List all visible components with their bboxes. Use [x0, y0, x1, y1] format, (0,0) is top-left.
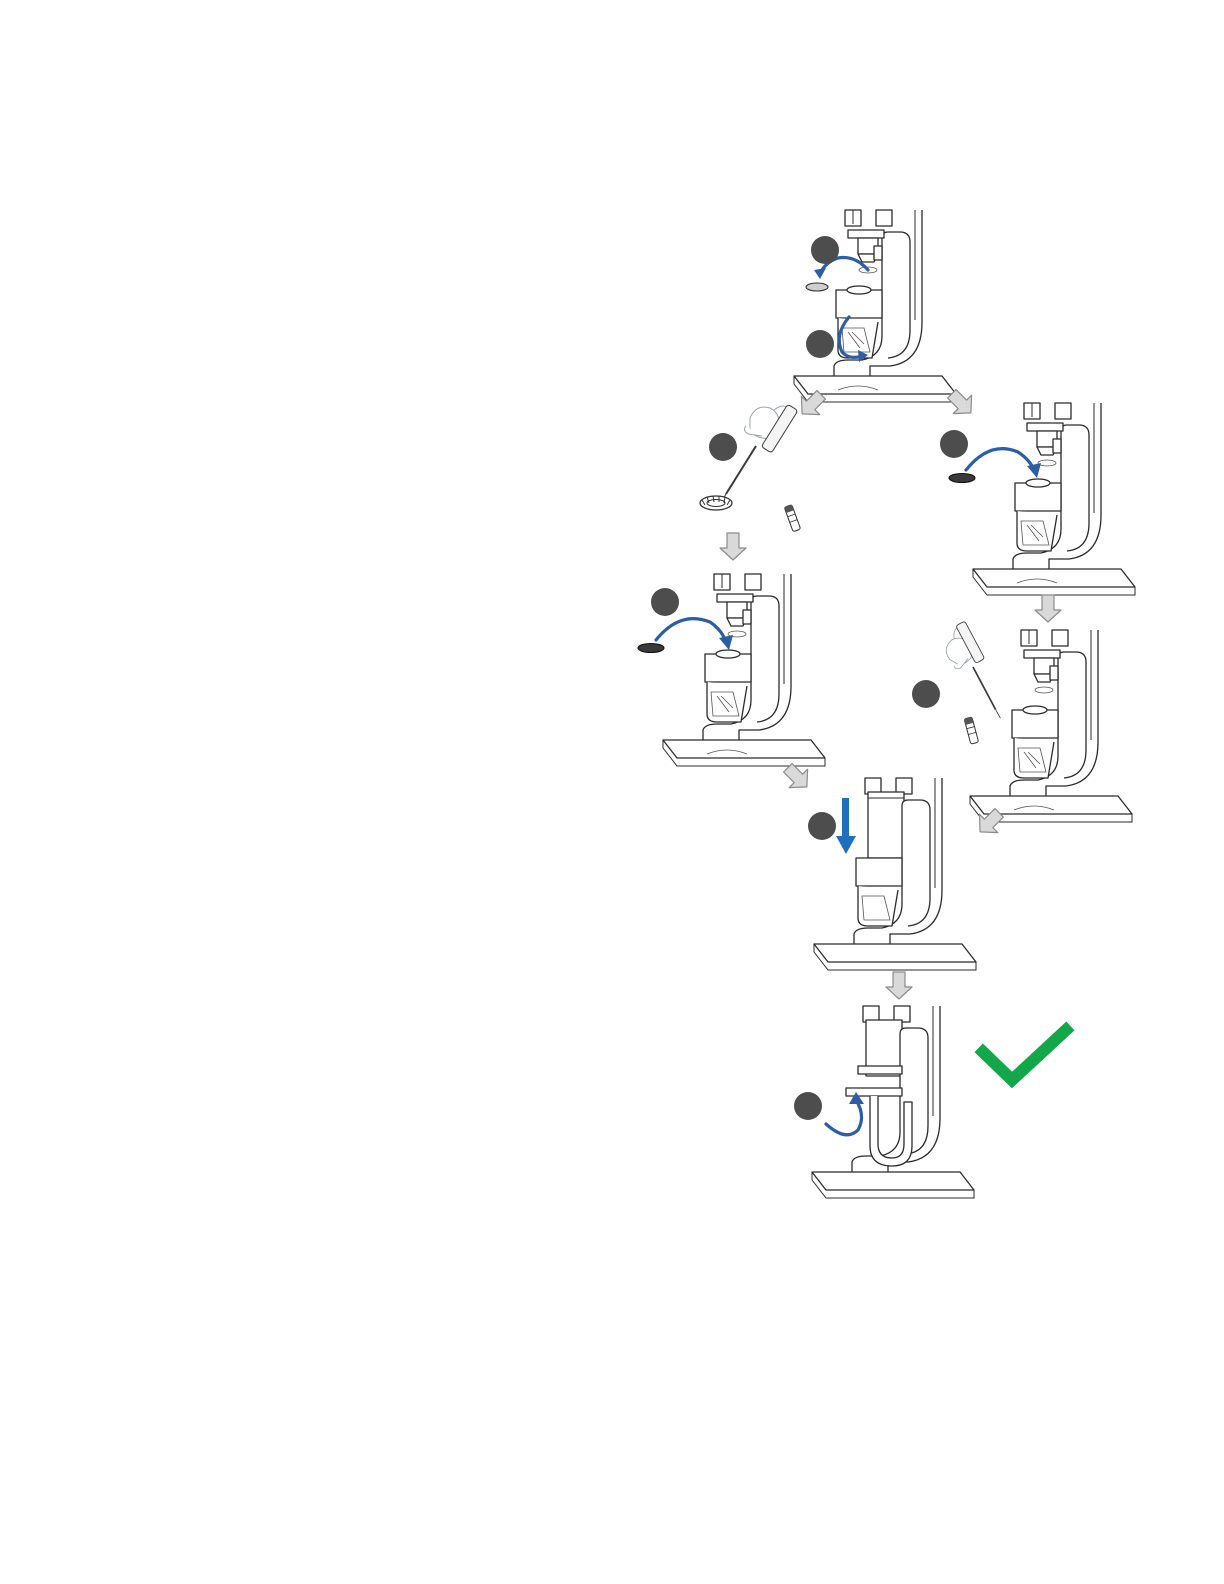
panel-pipette-left	[700, 404, 801, 532]
step-badge	[709, 433, 737, 461]
panel-lower	[808, 778, 976, 970]
panel-place-left	[638, 574, 825, 766]
panel-pipette-right	[912, 618, 1132, 822]
pipette-icon	[927, 618, 1034, 718]
curved-action-arrow	[826, 1100, 862, 1135]
panel-place-right	[940, 403, 1135, 595]
panel-close	[794, 1006, 974, 1198]
step-badge	[806, 330, 834, 358]
tube-icon	[964, 717, 978, 744]
step-badge	[811, 236, 839, 264]
tube-icon	[784, 505, 800, 532]
curved-action-arrow	[656, 619, 726, 642]
flow-arrow	[1035, 595, 1061, 622]
step-badge	[808, 812, 836, 840]
step-badge	[794, 1092, 822, 1120]
flow-arrow	[779, 759, 816, 796]
check-icon	[983, 1030, 1066, 1080]
panel-open	[794, 210, 956, 402]
step-badge	[940, 430, 968, 458]
down-action-arrow	[836, 836, 856, 854]
sample-ring-icon	[700, 496, 732, 510]
flow-arrow	[886, 972, 912, 999]
curved-action-arrow	[966, 449, 1034, 470]
step-badge	[912, 680, 940, 708]
flow-arrow	[720, 533, 746, 560]
step-badge	[651, 588, 679, 616]
